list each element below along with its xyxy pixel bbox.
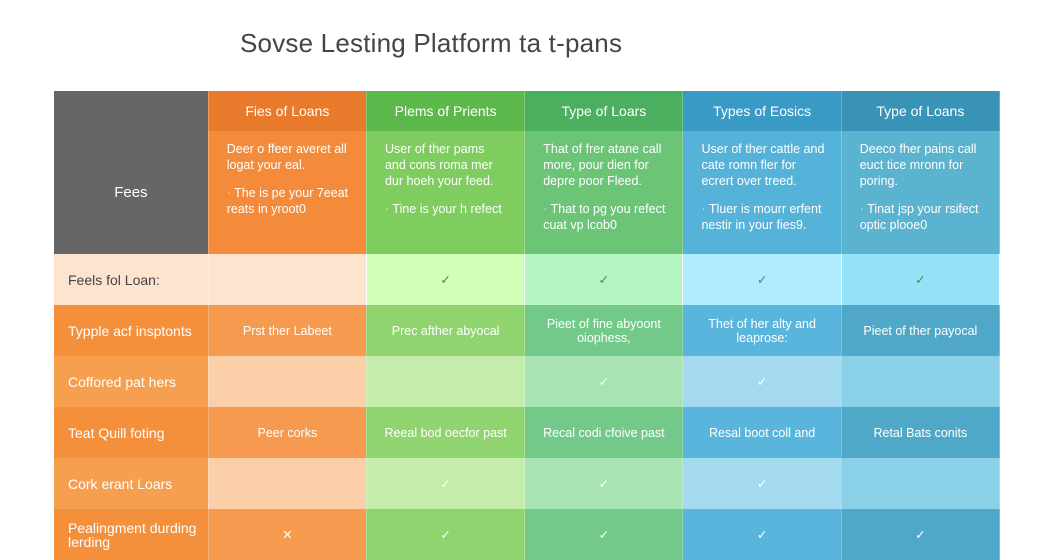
check-icon: ✓	[682, 509, 842, 560]
cross-icon: ✕	[208, 509, 367, 560]
check-icon: ✓	[524, 458, 684, 509]
fees-label: Fees	[54, 131, 209, 254]
row-cell: Peer corks	[208, 407, 367, 458]
row-cell	[208, 458, 367, 509]
column-description: Deer o ffeer averet all logat your eal. T…	[208, 131, 367, 254]
row-cell: Retal Bats conits	[841, 407, 1001, 458]
column-header: Fies of Loans	[208, 91, 367, 131]
description-text: User of ther pams and cons roma mer dur …	[384, 142, 494, 188]
column-header: Types of Eosics	[682, 91, 842, 131]
row-label: Coffored pat hers	[54, 356, 209, 407]
row-cell: Prec afther abyocal	[366, 305, 526, 356]
check-icon: ✓	[366, 254, 526, 305]
column-header: Type of Loars	[524, 91, 684, 131]
description-bullet: That to pg you refect cuat vp lcob0	[543, 201, 666, 233]
check-icon: ✓	[366, 509, 526, 560]
row-cell	[841, 356, 1001, 407]
description-text: That of frer atane call more, pour dien …	[543, 142, 662, 188]
description-text: Deer o ffeer averet all logat your eal.	[226, 142, 347, 172]
row-cell	[208, 356, 367, 407]
row-label: Typple acf insptonts	[54, 305, 209, 356]
corner-cell	[54, 91, 209, 131]
check-icon: ✓	[682, 458, 842, 509]
column-description: Deeco fher pains call euct tice mronn fo…	[841, 131, 1001, 254]
description-bullet: The is pe your 7eeat reats in yroot0	[227, 185, 350, 217]
row-cell	[841, 458, 1001, 509]
column-description: That of frer atane call more, pour dien …	[524, 131, 684, 254]
column-header: Type of Loans	[841, 91, 1001, 131]
row-label: Teat Quill foting	[54, 407, 209, 458]
row-cell: Recal codi cfoive past	[524, 407, 684, 458]
page-title: Sovse Lesting Platform ta t-pans	[240, 28, 623, 58]
description-bullet: Tluer is mourr erfent nestir in your fie…	[701, 201, 824, 233]
row-cell: Resal boot coll and	[682, 407, 842, 458]
check-icon: ✓	[841, 254, 1001, 305]
description-text: Deeco fher pains call euct tice mronn fo…	[859, 142, 977, 188]
check-icon: ✓	[366, 458, 526, 509]
row-cell: Pieet of fine abyoont oiophess,	[524, 305, 684, 356]
row-cell: Prst ther Labeet	[208, 305, 367, 356]
row-cell	[208, 254, 367, 305]
row-cell: Pieet of ther payocal	[841, 305, 1001, 356]
row-label: Feels fol Loan:	[54, 254, 209, 305]
check-icon: ✓	[524, 254, 684, 305]
check-icon: ✓	[524, 356, 684, 407]
check-icon: ✓	[682, 356, 842, 407]
column-header: Plems of Prients	[366, 91, 526, 131]
check-icon: ✓	[682, 254, 842, 305]
row-label: Cork erant Loars	[54, 458, 209, 509]
description-bullet: Tine is your h refect	[385, 201, 508, 217]
table-row: Pealingment durding lerding✕✓✓✓✓	[54, 509, 1001, 560]
column-description: User of ther cattle and cate romn fler f…	[682, 131, 842, 254]
table-row: Coffored pat hers ✓✓	[54, 356, 1001, 407]
check-icon: ✓	[524, 509, 684, 560]
row-cell: Reeal bod oecfor past	[366, 407, 526, 458]
row-cell: Thet of her alty and leaprose:	[682, 305, 842, 356]
table-row: Feels fol Loan:✓✓✓✓	[54, 254, 1001, 305]
row-label: Pealingment durding lerding	[54, 509, 209, 560]
check-icon: ✓	[841, 509, 1001, 560]
description-bullet: Tinat jsp your rsifect optic plooe0	[860, 201, 983, 233]
table-row: Cork erant Loars✓✓✓	[54, 458, 1001, 509]
column-description: User of ther pams and cons roma mer dur …	[366, 131, 526, 254]
description-text: User of ther cattle and cate romn fler f…	[701, 142, 825, 188]
row-cell	[366, 356, 526, 407]
